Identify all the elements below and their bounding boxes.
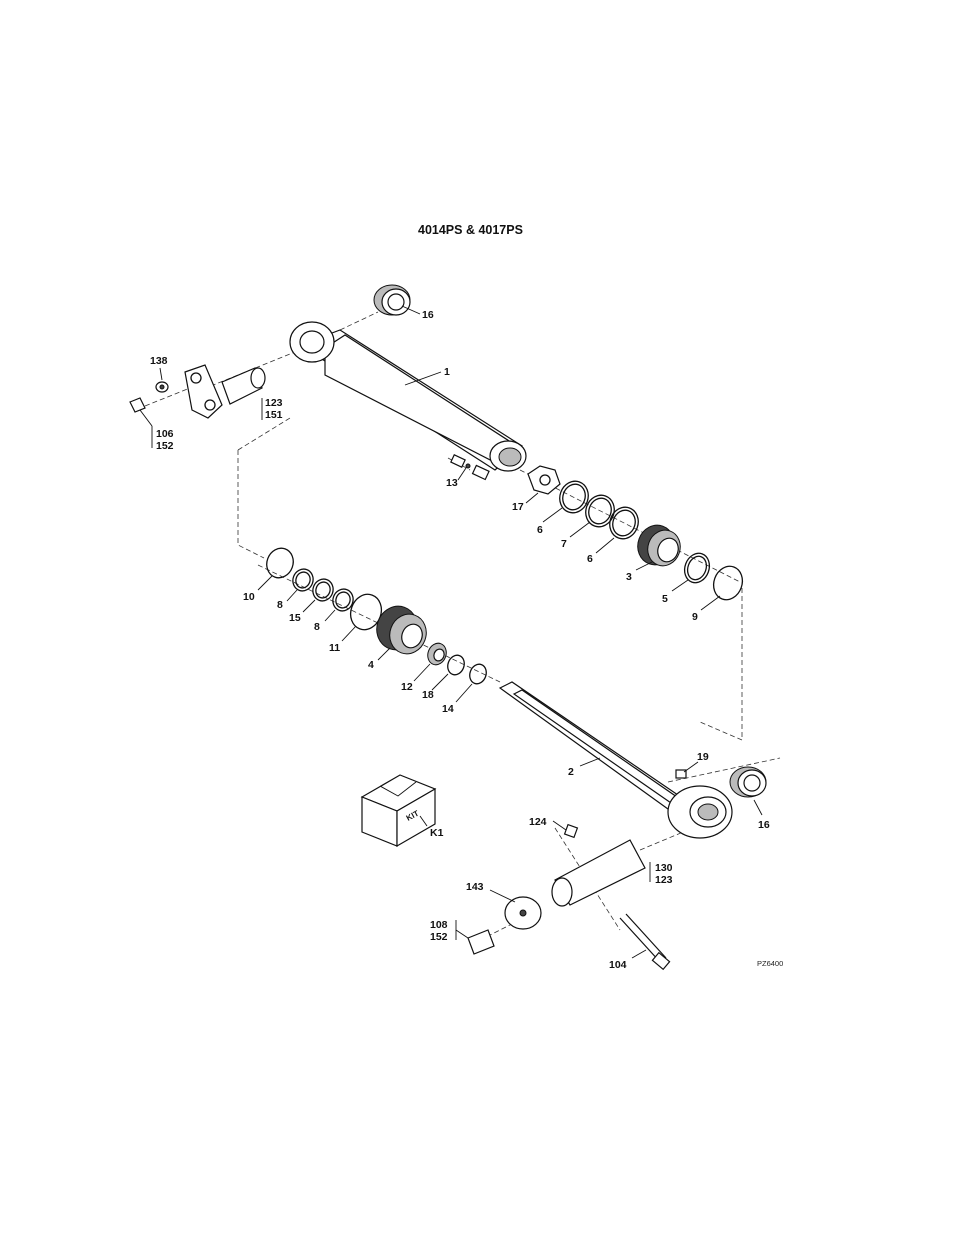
rings-12-18-14	[425, 641, 489, 687]
part-16-lower-bushing	[730, 767, 766, 797]
part-1-cylinder-barrel	[290, 322, 526, 471]
left-pin-assembly	[130, 365, 265, 418]
rings-5-9	[681, 550, 747, 604]
callout-108: 108	[430, 919, 448, 931]
callout-8-second: 8	[314, 621, 320, 633]
drawing-code: PZ6400	[757, 959, 783, 968]
callout-11: 11	[329, 642, 340, 654]
callout-4: 4	[368, 659, 374, 671]
callout-K1: K1	[430, 827, 444, 839]
callout-138: 138	[150, 355, 168, 367]
diagram-title: 4014PS & 4017PS	[418, 223, 523, 237]
callout-16-bottom: 16	[758, 819, 770, 831]
callout-106: 106	[156, 428, 174, 440]
callout-19: 19	[697, 751, 709, 763]
callout-104: 104	[609, 959, 627, 971]
callout-6-first: 6	[537, 524, 543, 536]
callout-123-upper: 123	[265, 397, 283, 409]
callout-151: 151	[265, 409, 283, 421]
callout-9: 9	[692, 611, 698, 623]
callout-152-upper: 152	[156, 440, 174, 452]
callout-6-second: 6	[587, 553, 593, 565]
callout-17: 17	[512, 501, 524, 513]
assembly-lines	[145, 312, 780, 940]
callout-15: 15	[289, 612, 301, 624]
callout-5: 5	[662, 593, 668, 605]
callout-143: 143	[466, 881, 484, 893]
callout-152-lower: 152	[430, 931, 448, 943]
callout-10: 10	[243, 591, 255, 603]
callout-2: 2	[568, 766, 574, 778]
gland-seal-rings	[263, 544, 387, 634]
callout-14: 14	[442, 703, 454, 715]
part-4-gland	[371, 600, 432, 658]
callout-130: 130	[655, 862, 673, 874]
callout-3: 3	[626, 571, 632, 583]
part-17-nut	[528, 466, 560, 494]
callout-1: 1	[444, 366, 450, 378]
callout-12: 12	[401, 681, 413, 693]
callout-123-lower: 123	[655, 874, 673, 886]
callout-18: 18	[422, 689, 434, 701]
callout-124: 124	[529, 816, 547, 828]
callout-16-top: 16	[422, 309, 434, 321]
part-3-piston	[632, 520, 685, 570]
callout-13: 13	[446, 477, 458, 489]
lower-pin-assembly	[468, 825, 670, 970]
part-16-top-bushing	[374, 285, 410, 315]
callout-8-first: 8	[277, 599, 283, 611]
kit-box: KIT	[362, 775, 435, 846]
callout-7: 7	[561, 538, 567, 550]
